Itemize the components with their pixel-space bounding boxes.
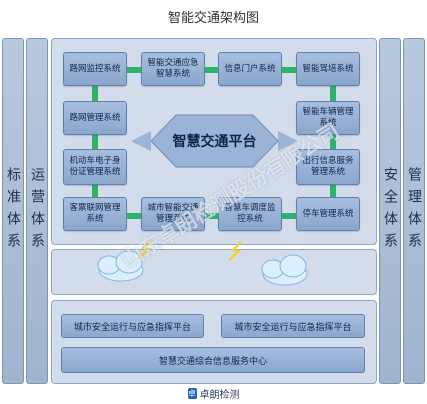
side-column-operation: 运营体系: [26, 38, 48, 384]
system-vehicle-dispatch: 智慧车调度监控系统: [218, 197, 282, 231]
connector-ring: [92, 67, 336, 219]
side-label-security: 安全体系: [382, 167, 398, 255]
bar-city-safety-right: 城市安全运行与应急指挥平台: [221, 314, 365, 338]
diagram-title: 智能交通架构图: [167, 11, 259, 26]
brand-logo-icon: 卓: [187, 387, 197, 399]
core-platform-shape: [131, 114, 298, 168]
connector-ring-path: [92, 67, 336, 219]
side-label-management: 管理体系: [406, 167, 422, 255]
system-ticketing: 客票联网管理系统: [63, 197, 127, 231]
system-city-traffic: 城市智能交通管理系统: [141, 197, 205, 231]
network-panel: [51, 249, 377, 295]
cloud-right-icon: [261, 254, 308, 286]
system-road-management: 路网管理系统: [63, 101, 127, 135]
bar-info-service-center: 智慧交通综合信息服务中心: [61, 347, 365, 373]
side-column-standard: 标准体系: [2, 38, 24, 384]
side-label-standard: 标准体系: [5, 167, 21, 255]
side-label-operation: 运营体系: [29, 167, 45, 255]
core-platform-label: 智慧交通平台: [172, 134, 257, 150]
system-emergency: 智能交通应急智慧系统: [141, 52, 205, 86]
system-driving-training: 智能驾培系统: [296, 52, 360, 86]
footer-brand-label: 卓朗检测: [199, 389, 240, 401]
system-road-monitoring: 路网监控系统: [63, 52, 127, 86]
system-vehicle-management: 智能车辆管理系统: [296, 101, 360, 135]
core-platform-wing-right: [278, 131, 298, 151]
system-vehicle-eid: 机动车电子身份证管理系统: [63, 149, 127, 185]
bar-city-safety-left: 城市安全运行与应急指挥平台: [61, 314, 204, 338]
cloud-left-icon: [97, 250, 144, 282]
core-platform-wing-left: [131, 131, 151, 151]
lightning-left-icon: [138, 239, 152, 259]
network-clouds: [97, 239, 308, 286]
system-travel-info: 出行信息服务管理系统: [296, 149, 360, 185]
system-info-portal: 信息门户系统: [218, 52, 282, 86]
footer-brand: 卓 卓朗检测: [0, 384, 427, 402]
side-column-security: 安全体系: [379, 38, 401, 384]
system-parking: 停车管理系统: [296, 197, 360, 231]
lightning-right-icon: [228, 241, 242, 261]
side-column-management: 管理体系: [403, 38, 425, 384]
